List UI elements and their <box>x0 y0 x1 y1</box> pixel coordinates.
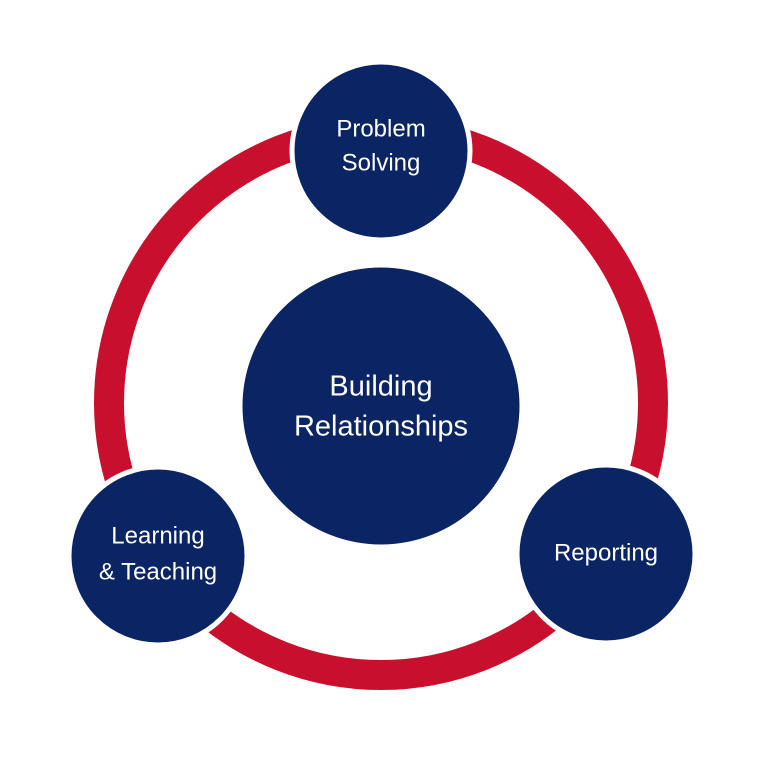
right-node-label: Reporting <box>554 539 658 566</box>
left-node: Learning & Teaching <box>66 464 250 648</box>
top-node-label-line1: Problem <box>336 115 425 142</box>
center-node-label-line2: Relationships <box>294 411 468 443</box>
center-node-label-line1: Building <box>329 371 432 403</box>
left-node-label-line2: & Teaching <box>99 558 217 585</box>
center-node-circle <box>239 264 523 548</box>
top-node-circle <box>289 59 473 243</box>
center-node: Building Relationships <box>239 264 523 548</box>
top-node: Problem Solving <box>289 59 473 243</box>
right-node: Reporting <box>514 462 698 646</box>
top-node-label-line2: Solving <box>342 149 421 176</box>
left-node-circle <box>66 464 250 648</box>
right-node-circle <box>514 462 698 646</box>
left-node-label-line1: Learning <box>111 522 204 549</box>
